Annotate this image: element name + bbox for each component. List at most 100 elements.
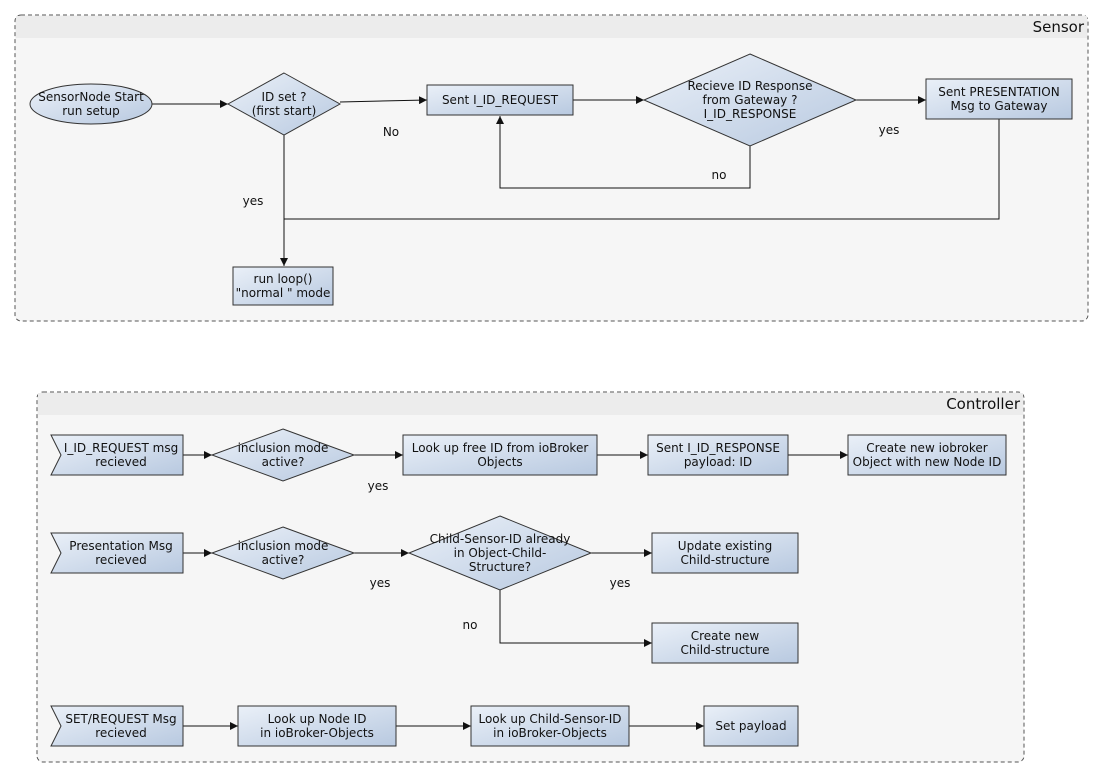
node-shape-lookup-child-sensor-id (470, 705, 630, 747)
node-shape-update-child (651, 532, 799, 574)
node-label-lookup-node-id-0: Look up Node ID (268, 712, 367, 726)
edge-label-idset-to-request: No (383, 125, 399, 139)
edge-label-response-no-loopback: no (712, 168, 727, 182)
edge-c2-check-to-create (499, 590, 652, 647)
node-label-set-payload-0: Set payload (715, 719, 786, 733)
node-shape-sensor-start (29, 83, 153, 125)
node-label-id-request-recv-0: I_ID_REQUEST msg (64, 441, 178, 455)
node-shape-set-request-recv (50, 705, 184, 747)
node-label-child-sensor-check-1: in Object-Child- (454, 546, 547, 560)
node-shape-run-loop (232, 266, 334, 306)
node-label-child-sensor-check-2: Structure? (469, 560, 531, 574)
node-label-set-request-recv-0: SET/REQUEST Msg (65, 712, 176, 726)
node-label-set-request-recv-1: recieved (95, 726, 146, 740)
node-label-lookup-node-id-1: in ioBroker-Objects (260, 726, 374, 740)
edge-label-c2-check-to-create: no (463, 618, 478, 632)
edges-layer (152, 96, 1000, 730)
edge-labels-layer: No yes no yes yes yes yes no (243, 123, 900, 632)
edge-presentation-to-loop (284, 119, 1000, 220)
node-shape-lookup-free-id (402, 434, 598, 476)
node-run-loop: run loop()"normal " mode (232, 266, 334, 306)
node-shape-lookup-node-id (237, 705, 397, 747)
node-label-receive-id-response-0: Recieve ID Response (687, 79, 812, 93)
node-label-id-set-1: (first start) (252, 104, 317, 118)
node-shape-receive-id-response (642, 53, 858, 147)
edge-response-no-loopback (496, 116, 751, 189)
node-label-sensor-start-0: SensorNode Start (38, 90, 144, 104)
node-label-inclusion-1-0: inclusion mode (238, 441, 329, 455)
node-label-receive-id-response-2: I_ID_RESPONSE (704, 107, 797, 121)
node-label-update-child-1: Child-structure (680, 553, 769, 567)
node-label-lookup-child-sensor-id-0: Look up Child-Sensor-ID (478, 712, 621, 726)
node-label-create-iobroker-object-1: Object with new Node ID (853, 455, 1002, 469)
node-label-sent-id-response-1: payload: ID (684, 455, 752, 469)
lane-sensor: Sensor (14, 14, 1089, 322)
node-shape-id-request-recv (50, 434, 184, 476)
lane-sensor-frame (14, 14, 1089, 322)
node-shape-inclusion-2 (210, 526, 356, 580)
edge-label-c2-check-to-update: yes (610, 576, 631, 590)
node-shape-child-sensor-check (407, 515, 593, 591)
edge-label-c1-incl-to-lookup: yes (368, 479, 389, 493)
lane-sensor-header (16, 16, 1087, 38)
node-shape-inclusion-1 (210, 428, 356, 482)
node-label-sent-id-request-0: Sent I_ID_REQUEST (442, 93, 559, 107)
node-label-child-sensor-check-0: Child-Sensor-ID already (430, 532, 571, 546)
node-label-create-child-1: Child-structure (680, 643, 769, 657)
node-label-sent-id-response-0: Sent I_ID_RESPONSE (656, 441, 780, 455)
lane-sensor-title: Sensor (1033, 18, 1085, 36)
node-label-sent-presentation-1: Msg to Gateway (951, 99, 1048, 113)
node-set-payload: Set payload (703, 705, 799, 747)
node-label-update-child-0: Update existing (678, 539, 772, 553)
node-shape-sent-presentation (925, 78, 1073, 120)
lane-controller-title: Controller (946, 395, 1021, 413)
node-shape-presentation-recv (50, 532, 184, 574)
node-label-inclusion-1-1: active? (262, 455, 305, 469)
node-label-sent-presentation-0: Sent PRESENTATION (938, 85, 1059, 99)
node-label-id-request-recv-1: recieved (95, 455, 146, 469)
node-shape-set-payload (703, 705, 799, 747)
lane-controller-header (38, 393, 1023, 415)
edge-idset-to-request (339, 96, 428, 105)
node-shape-sent-id-request (426, 84, 574, 116)
node-label-inclusion-2-0: inclusion mode (238, 539, 329, 553)
node-label-inclusion-2-1: active? (262, 553, 305, 567)
node-shape-id-set (226, 72, 342, 136)
node-shape-sent-id-response (647, 434, 789, 476)
node-label-lookup-free-id-1: Objects (477, 455, 522, 469)
node-label-run-loop-1: "normal " mode (236, 286, 331, 300)
node-label-receive-id-response-1: from Gateway ? (703, 93, 798, 107)
node-id-set: ID set ?(first start) (226, 72, 342, 136)
node-label-run-loop-0: run loop() (254, 272, 313, 286)
node-label-lookup-free-id-0: Look up free ID from ioBroker (412, 441, 589, 455)
node-label-lookup-child-sensor-id-1: in ioBroker-Objects (493, 726, 607, 740)
node-sent-id-request: Sent I_ID_REQUEST (426, 84, 574, 116)
node-label-create-child-0: Create new (691, 629, 760, 643)
edge-label-c2-incl-to-check: yes (370, 576, 391, 590)
node-label-sensor-start-1: run setup (62, 104, 120, 118)
edge-label-response-to-presentation: yes (879, 123, 900, 137)
edge-label-idset-yes-to-loop: yes (243, 194, 264, 208)
node-label-id-set-0: ID set ? (261, 90, 306, 104)
node-label-create-iobroker-object-0: Create new iobroker (866, 441, 988, 455)
node-label-presentation-recv-0: Presentation Msg (69, 539, 172, 553)
node-label-presentation-recv-1: recieved (95, 553, 146, 567)
